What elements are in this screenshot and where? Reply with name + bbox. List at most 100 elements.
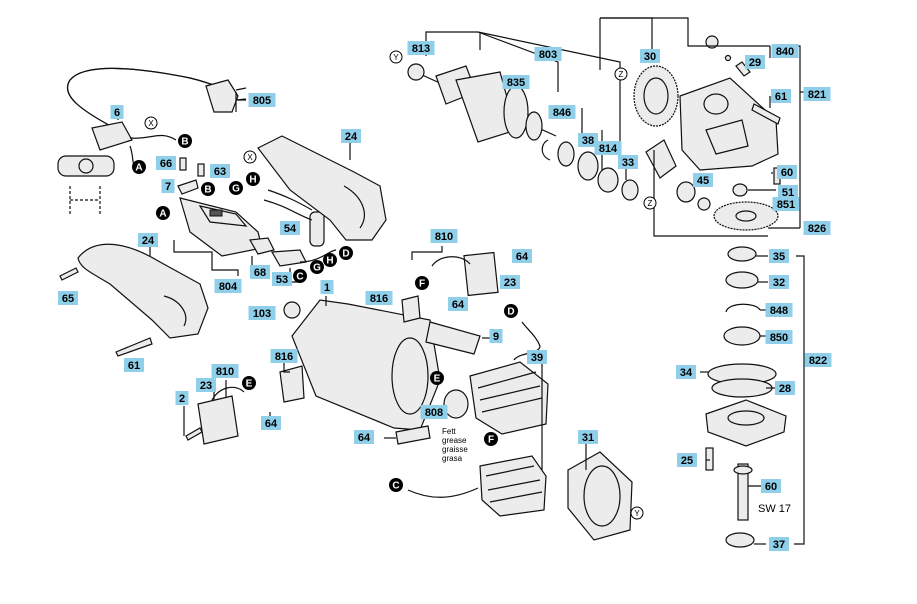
part-tag-6: 6: [110, 105, 124, 119]
connector-F: F: [415, 276, 429, 290]
part-tag-61: 61: [124, 358, 144, 372]
connector-G: G: [310, 260, 324, 274]
part-tag-848: 848: [765, 303, 793, 317]
grease-note-line-1: Fett: [442, 427, 457, 436]
part-tag-text: 53: [276, 274, 288, 286]
part-tag-text: 23: [200, 380, 212, 392]
connector-H: H: [246, 172, 260, 186]
part-tag-54: 54: [280, 221, 300, 235]
orientation-Z: Z: [643, 196, 657, 210]
part-tag-text: 1: [324, 282, 330, 294]
part-tag-text: 24: [142, 235, 155, 247]
part-tag-text: 810: [435, 231, 453, 243]
part-tag-text: 65: [62, 293, 74, 305]
part-tag-816: 816: [365, 291, 393, 305]
part-tag-45: 45: [693, 173, 713, 187]
part-tag-text: 61: [775, 91, 787, 103]
connector-text: F: [419, 279, 425, 290]
connector-D: D: [504, 304, 518, 318]
part-tag-text: 804: [219, 281, 238, 293]
leader-lines: [117, 17, 810, 545]
part-tag-text: 31: [582, 432, 594, 444]
part-tag-text: 24: [345, 131, 358, 143]
connector-text: D: [507, 307, 514, 318]
part-tag-text: 61: [128, 360, 140, 372]
connector-G: G: [229, 181, 243, 195]
part-tag-text: 54: [284, 223, 297, 235]
connector-text: H: [326, 256, 333, 267]
connector-E: E: [242, 376, 256, 390]
rear-housing-top: [257, 135, 387, 241]
orientation-text: Z: [648, 199, 653, 208]
brush-cover-23-bottom: [197, 395, 239, 445]
part-tag-7: 7: [161, 179, 175, 193]
part-tag-text: 814: [599, 143, 618, 155]
orientation-text: X: [247, 153, 253, 162]
bushing-103: [283, 301, 301, 319]
sleeve-51: [732, 183, 748, 197]
part-tag-text: 32: [773, 277, 785, 289]
orientation-text: Y: [393, 53, 399, 62]
part-tag-text: 37: [773, 539, 785, 551]
part-tag-text: 29: [749, 57, 761, 69]
part-tag-33: 33: [618, 155, 638, 169]
circlip: [541, 139, 551, 161]
part-tag-25: 25: [677, 453, 697, 467]
connector-text: C: [296, 272, 303, 283]
part-tag-text: 821: [808, 89, 826, 101]
part-tag-text: 2: [179, 393, 185, 405]
part-tag-text: 7: [165, 181, 171, 193]
part-tag-text: 34: [680, 367, 693, 379]
part-tag-text: 803: [539, 49, 557, 61]
connector-text: G: [313, 263, 321, 274]
part-tag-text: 808: [425, 407, 443, 419]
part-tag-text: 60: [781, 167, 793, 179]
screw-60-bottom: [705, 447, 714, 471]
connector-F: F: [484, 432, 498, 446]
part-tag-103: 103: [248, 306, 276, 320]
field-coil-lower: [479, 455, 547, 517]
part-tag-64: 64: [261, 416, 281, 430]
connector-text: D: [342, 249, 349, 260]
part-tag-826: 826: [803, 221, 831, 235]
connector-B: B: [178, 134, 192, 148]
part-tag-65: 65: [58, 291, 78, 305]
part-tag-text: 64: [265, 418, 278, 430]
plug-840: [705, 35, 719, 49]
brush-cover-23-top: [463, 251, 499, 297]
screw-61-left: [115, 337, 153, 357]
part-tag-810: 810: [430, 229, 458, 243]
part-tag-text: 63: [214, 166, 226, 178]
part-tag-32: 32: [769, 275, 789, 289]
part-tag-text: 810: [216, 366, 234, 378]
part-tag-text: 822: [809, 355, 827, 367]
part-tag-text: 6: [114, 107, 120, 119]
connector-text: H: [249, 175, 256, 186]
part-tag-text: 30: [644, 51, 656, 63]
grease-note-line-4: grasa: [442, 454, 463, 463]
part-tag-840: 840: [771, 44, 799, 58]
orientation-text: Y: [634, 509, 640, 518]
insulation-sheet-9: [425, 321, 481, 355]
connector-text: C: [392, 481, 399, 492]
part-tag-64: 64: [512, 249, 532, 263]
fan-39: [443, 389, 469, 419]
part-tag-821: 821: [803, 87, 831, 101]
part-tag-text: 851: [777, 199, 795, 211]
part-tag-60: 60: [761, 479, 781, 493]
armature: [419, 65, 557, 143]
connector-text: A: [135, 163, 142, 174]
rear-housing-bottom: [77, 243, 209, 339]
orientation-text: Z: [619, 70, 624, 79]
part-tag-850: 850: [765, 330, 793, 344]
washer-846: [557, 141, 575, 167]
grease-note-line-2: grease: [442, 436, 467, 445]
part-tag-text: 64: [358, 432, 371, 444]
part-tag-text: 28: [779, 383, 791, 395]
part-tag-38: 38: [578, 133, 598, 147]
circlip-848: [725, 303, 761, 313]
part-tag-text: 840: [776, 46, 794, 58]
